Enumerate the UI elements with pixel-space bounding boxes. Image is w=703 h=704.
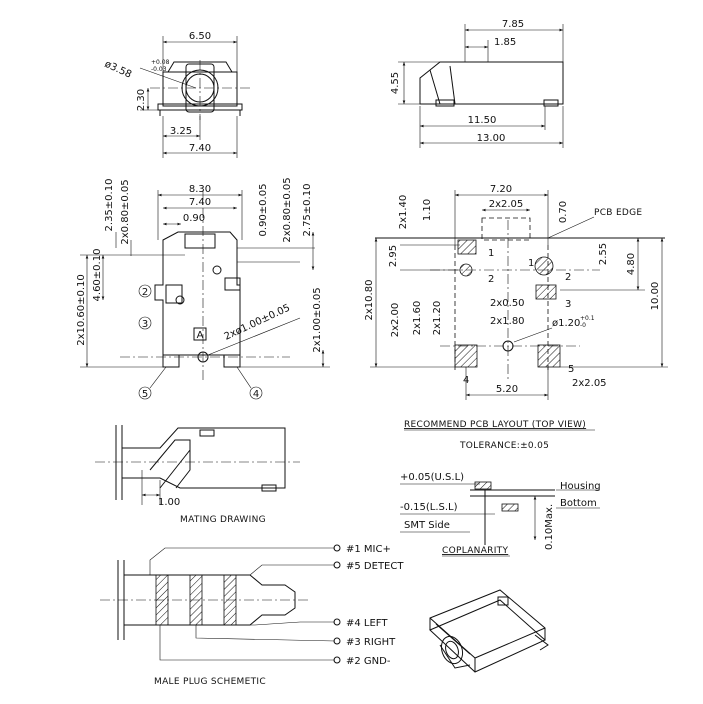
pcb-bottom-0: 5.20 [496, 384, 518, 395]
plug-pin-1: #5 DETECT [346, 561, 404, 572]
pcb-pad-num-2: 2 [565, 272, 571, 283]
dim-side-mid: 11.50 [468, 115, 497, 126]
dim-bottom-vright-0: 0.90±0.05 [258, 184, 269, 237]
bottom-pin-label-0: 2 [142, 287, 148, 298]
coplanarity: +0.05(U.S.L) -0.15(L.S.L) Housing Bottom… [400, 472, 601, 557]
dim-bottom-vleft-0: 2.35±0.10 [104, 179, 115, 232]
dim-hole-tol-plus: +0.08 [151, 59, 170, 66]
dim-bottom-vright-2: 2.75±0.10 [302, 184, 313, 237]
pcb-vleft-4: 2x1.20 [432, 301, 443, 336]
dim-bottom-hole: 2xø1.00±0.05 [223, 303, 292, 343]
plug-pin-3: #3 RIGHT [346, 637, 396, 648]
dim-bottom-w2: 7.40 [189, 197, 211, 208]
pcb-edge-label: PCB EDGE [594, 208, 642, 218]
male-plug-schematic: #1 MIC+ #5 DETECT #4 LEFT #3 RIGHT #2 GN… [100, 544, 404, 687]
pcb-hole-tol-minus: -0 [580, 322, 586, 329]
pcb-pad-w: 2x2.05 [489, 199, 524, 210]
dim-side-total: 13.00 [477, 133, 506, 144]
cop-usl: +0.05(U.S.L) [400, 472, 464, 483]
dim-bottom-vright-1: 2x0.80±0.05 [282, 177, 293, 242]
pcb-tolerance: TOLERANCE:±0.05 [459, 441, 549, 451]
dim-bottom-vleft2-0: 4.60±0.10 [92, 249, 103, 302]
plug-pin-2: #4 LEFT [346, 618, 388, 629]
pcb-pad-num-6: 5 [568, 364, 574, 375]
cop-housing: Housing [560, 481, 601, 492]
mating-dim: 1.00 [158, 497, 180, 508]
pcb-layout: 7.20 2x2.05 2x1.40 1.10 0.70 PCB EDGE 1 … [364, 184, 668, 451]
bottom-pin-label-3: 4 [253, 389, 259, 400]
side-view: 7.85 1.85 4.55 11.50 13.00 [390, 19, 564, 148]
pcb-mid-1: 2x1.80 [490, 316, 525, 327]
pcb-vright-1: 4.80 [626, 253, 637, 275]
pcb-layout-title: RECOMMEND PCB LAYOUT (TOP VIEW) [404, 420, 586, 430]
dim-hole-tol-minus: -0.03 [151, 66, 167, 73]
pcb-pad-num-4: 3 [565, 299, 571, 310]
pcb-pad-num-3: 1 [528, 258, 534, 269]
pcb-vright-2: 10.00 [650, 282, 661, 311]
pcb-pad-num-0: 1 [488, 248, 494, 259]
dim-bottom-vright2: 2x1.00±0.05 [312, 287, 323, 352]
pcb-mid-0: 2x0.50 [490, 298, 525, 309]
dim-bottom-w3: 0.90 [183, 213, 205, 224]
mating-title: MATING DRAWING [180, 515, 266, 525]
dim-side-top-small: 1.85 [494, 37, 516, 48]
plug-title: MALE PLUG SCHEMETIC [154, 677, 266, 687]
dim-hole-dia: ø3.58 [103, 59, 133, 81]
pcb-hole: ø1.20 [552, 318, 580, 329]
dim-side-height: 4.55 [390, 72, 401, 94]
plug-pin-0: #1 MIC+ [346, 544, 391, 555]
cop-max: 0.10Max. [544, 504, 555, 550]
dim-front-offset: 3.25 [170, 126, 192, 137]
pcb-vtop-1: 1.10 [422, 199, 433, 221]
dim-bottom-vleft2-1: 2x10.60±0.10 [76, 274, 87, 346]
pcb-vtop-2: 0.70 [558, 201, 569, 223]
dim-bottom-w1: 8.30 [189, 184, 211, 195]
mating-drawing: 1.00 MATING DRAWING [95, 425, 300, 525]
isometric-part-illustration [429, 589, 549, 673]
pcb-bottom-1: 2x2.05 [572, 378, 607, 389]
dim-side-top: 7.85 [502, 19, 524, 30]
dim-front-total: 7.40 [189, 143, 211, 154]
bottom-view: 8.30 7.40 0.90 A 2.35±0.10 2x0.80±0.05 4… [76, 177, 330, 400]
pcb-vleft-3: 2x1.60 [412, 301, 423, 336]
pcb-vtop-0: 2x1.40 [398, 195, 409, 230]
cop-title: COPLANARITY [442, 546, 508, 556]
bottom-pin-label-1: 3 [142, 319, 148, 330]
front-view: 6.50 ø3.58 +0.08 -0.03 2.30 3.25 7.40 [103, 31, 250, 158]
cop-lsl: -0.15(L.S.L) [400, 502, 458, 513]
pcb-hole-tol-plus: +0.1 [580, 315, 595, 322]
pcb-vleft-1: 2.95 [388, 245, 399, 267]
bottom-marker: A [197, 330, 204, 341]
pcb-pad-num-1: 2 [488, 274, 494, 285]
dim-front-height: 2.30 [136, 89, 147, 111]
cop-bottom: Bottom [560, 498, 597, 509]
bottom-pin-label-2: 5 [142, 389, 148, 400]
dim-front-width: 6.50 [189, 31, 211, 42]
pcb-vleft-0: 2x10.80 [364, 280, 375, 321]
pcb-vright-0: 2.55 [598, 243, 609, 265]
dim-bottom-vleft-1: 2x0.80±0.05 [120, 179, 131, 244]
cop-smt: SMT Side [404, 520, 450, 531]
plug-pin-4: #2 GND- [346, 656, 391, 667]
pcb-vleft-2: 2x2.00 [390, 303, 401, 338]
pcb-top-w: 7.20 [490, 184, 512, 195]
